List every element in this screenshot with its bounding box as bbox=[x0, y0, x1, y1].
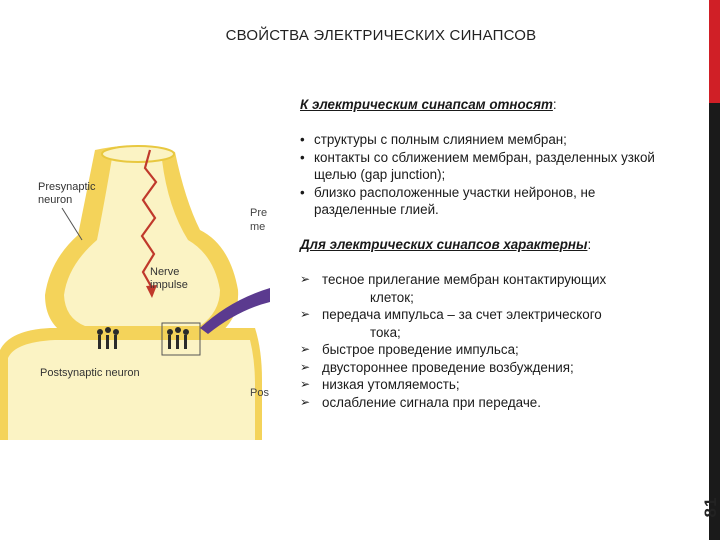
section2-heading: Для электрических синапсов характерны: bbox=[300, 236, 672, 254]
magnify-pointer-arrow bbox=[200, 288, 270, 334]
presynaptic-label-line1: Presynaptic bbox=[38, 181, 96, 193]
page-number: 81 bbox=[701, 496, 720, 518]
section2-item: ➢ тесное прилегание мембран контактирующ… bbox=[300, 271, 672, 289]
synapse-illustration: Presynaptic neuron Nerve impulse Postsyn… bbox=[0, 140, 290, 440]
nerve-impulse-label-line1: Nerve bbox=[150, 266, 179, 278]
slide-right-bar-accent bbox=[709, 0, 720, 103]
slide-content: К электрическим синапсам относят: • стру… bbox=[300, 96, 672, 411]
arrow-bullet-icon: ➢ bbox=[300, 307, 311, 321]
section2-item-continuation: клеток; bbox=[370, 289, 414, 305]
nerve-impulse-arrowhead bbox=[146, 285, 157, 298]
arrow-bullet-icon: ➢ bbox=[300, 394, 311, 409]
gap-junction-channels bbox=[97, 327, 189, 349]
section2-item: ➢ низкая утомляемость; bbox=[300, 376, 672, 394]
section1-item-text: близко расположенные участки нейронов, н… bbox=[314, 184, 596, 218]
section2-item-text: низкая утомляемость; bbox=[322, 377, 460, 392]
section2-item: ➢ двустороннее проведение возбуждения; bbox=[300, 359, 672, 377]
cut-label-pos: Pos bbox=[250, 387, 269, 399]
section2-item: ➢ передача импульса – за счет электричес… bbox=[300, 306, 672, 324]
section1-item-text: контакты со сближением мембран, разделен… bbox=[314, 149, 655, 183]
arrow-bullet-icon: ➢ bbox=[300, 272, 311, 286]
bullet-dot: • bbox=[300, 184, 305, 200]
section1-item: • близко расположенные участки нейронов,… bbox=[300, 184, 672, 219]
section2-item: ➢ ослабление сигнала при передаче. bbox=[300, 394, 672, 412]
magnified-region-box bbox=[161, 322, 201, 356]
section1-heading-text: К электрическим синапсам относят bbox=[300, 97, 553, 112]
section2-item-text: быстрое проведение импульса; bbox=[322, 342, 519, 357]
axon-cross-section bbox=[101, 145, 175, 163]
section1-item-text: структуры с полным слиянием мембран; bbox=[314, 132, 567, 147]
section1-item: • контакты со сближением мембран, раздел… bbox=[300, 149, 672, 184]
cut-label-me: me bbox=[250, 221, 265, 233]
bullet-dot: • bbox=[300, 132, 305, 147]
section1-heading-colon: : bbox=[552, 97, 557, 112]
synapse-diagram: Presynaptic neuron Nerve impulse Postsyn… bbox=[0, 145, 270, 440]
nerve-impulse-arrow bbox=[140, 149, 158, 289]
section2-item: ➢ быстрое проведение импульса; bbox=[300, 341, 672, 359]
section1-heading: К электрическим синапсам относят: bbox=[300, 96, 672, 114]
section2-heading-colon: : bbox=[587, 237, 592, 252]
presynaptic-pointer bbox=[61, 207, 83, 241]
postsynaptic-cytoplasm bbox=[8, 340, 255, 440]
section2-item-text: тесное прилегание мембран контактирующих bbox=[322, 272, 607, 287]
postsynaptic-label: Postsynaptic neuron bbox=[40, 367, 140, 379]
arrow-bullet-icon: ➢ bbox=[300, 342, 311, 356]
presynaptic-label-line2: neuron bbox=[38, 194, 72, 206]
presynaptic-cytoplasm bbox=[64, 155, 220, 326]
slide-title: СВОЙСТВА ЭЛЕКТРИЧЕСКИХ СИНАПСОВ bbox=[225, 27, 537, 44]
section2-item-text: ослабление сигнала при передаче. bbox=[322, 394, 541, 410]
nerve-impulse-label-line2: impulse bbox=[150, 279, 188, 291]
section1-item: • структуры с полным слиянием мембран; bbox=[300, 131, 672, 149]
cut-label-pre: Pre bbox=[250, 207, 267, 219]
arrow-bullet-icon: ➢ bbox=[300, 359, 311, 374]
section2-item-text: двустороннее проведение возбуждения; bbox=[322, 359, 574, 375]
section2-heading-text: Для электрических синапсов характерны bbox=[300, 237, 588, 252]
section2-item-text: передача импульса – за счет электрическо… bbox=[322, 307, 602, 322]
arrow-bullet-icon: ➢ bbox=[300, 377, 311, 391]
section2-item-continuation: тока; bbox=[370, 324, 401, 340]
slide-right-bar bbox=[709, 0, 720, 540]
bullet-dot: • bbox=[300, 149, 305, 165]
